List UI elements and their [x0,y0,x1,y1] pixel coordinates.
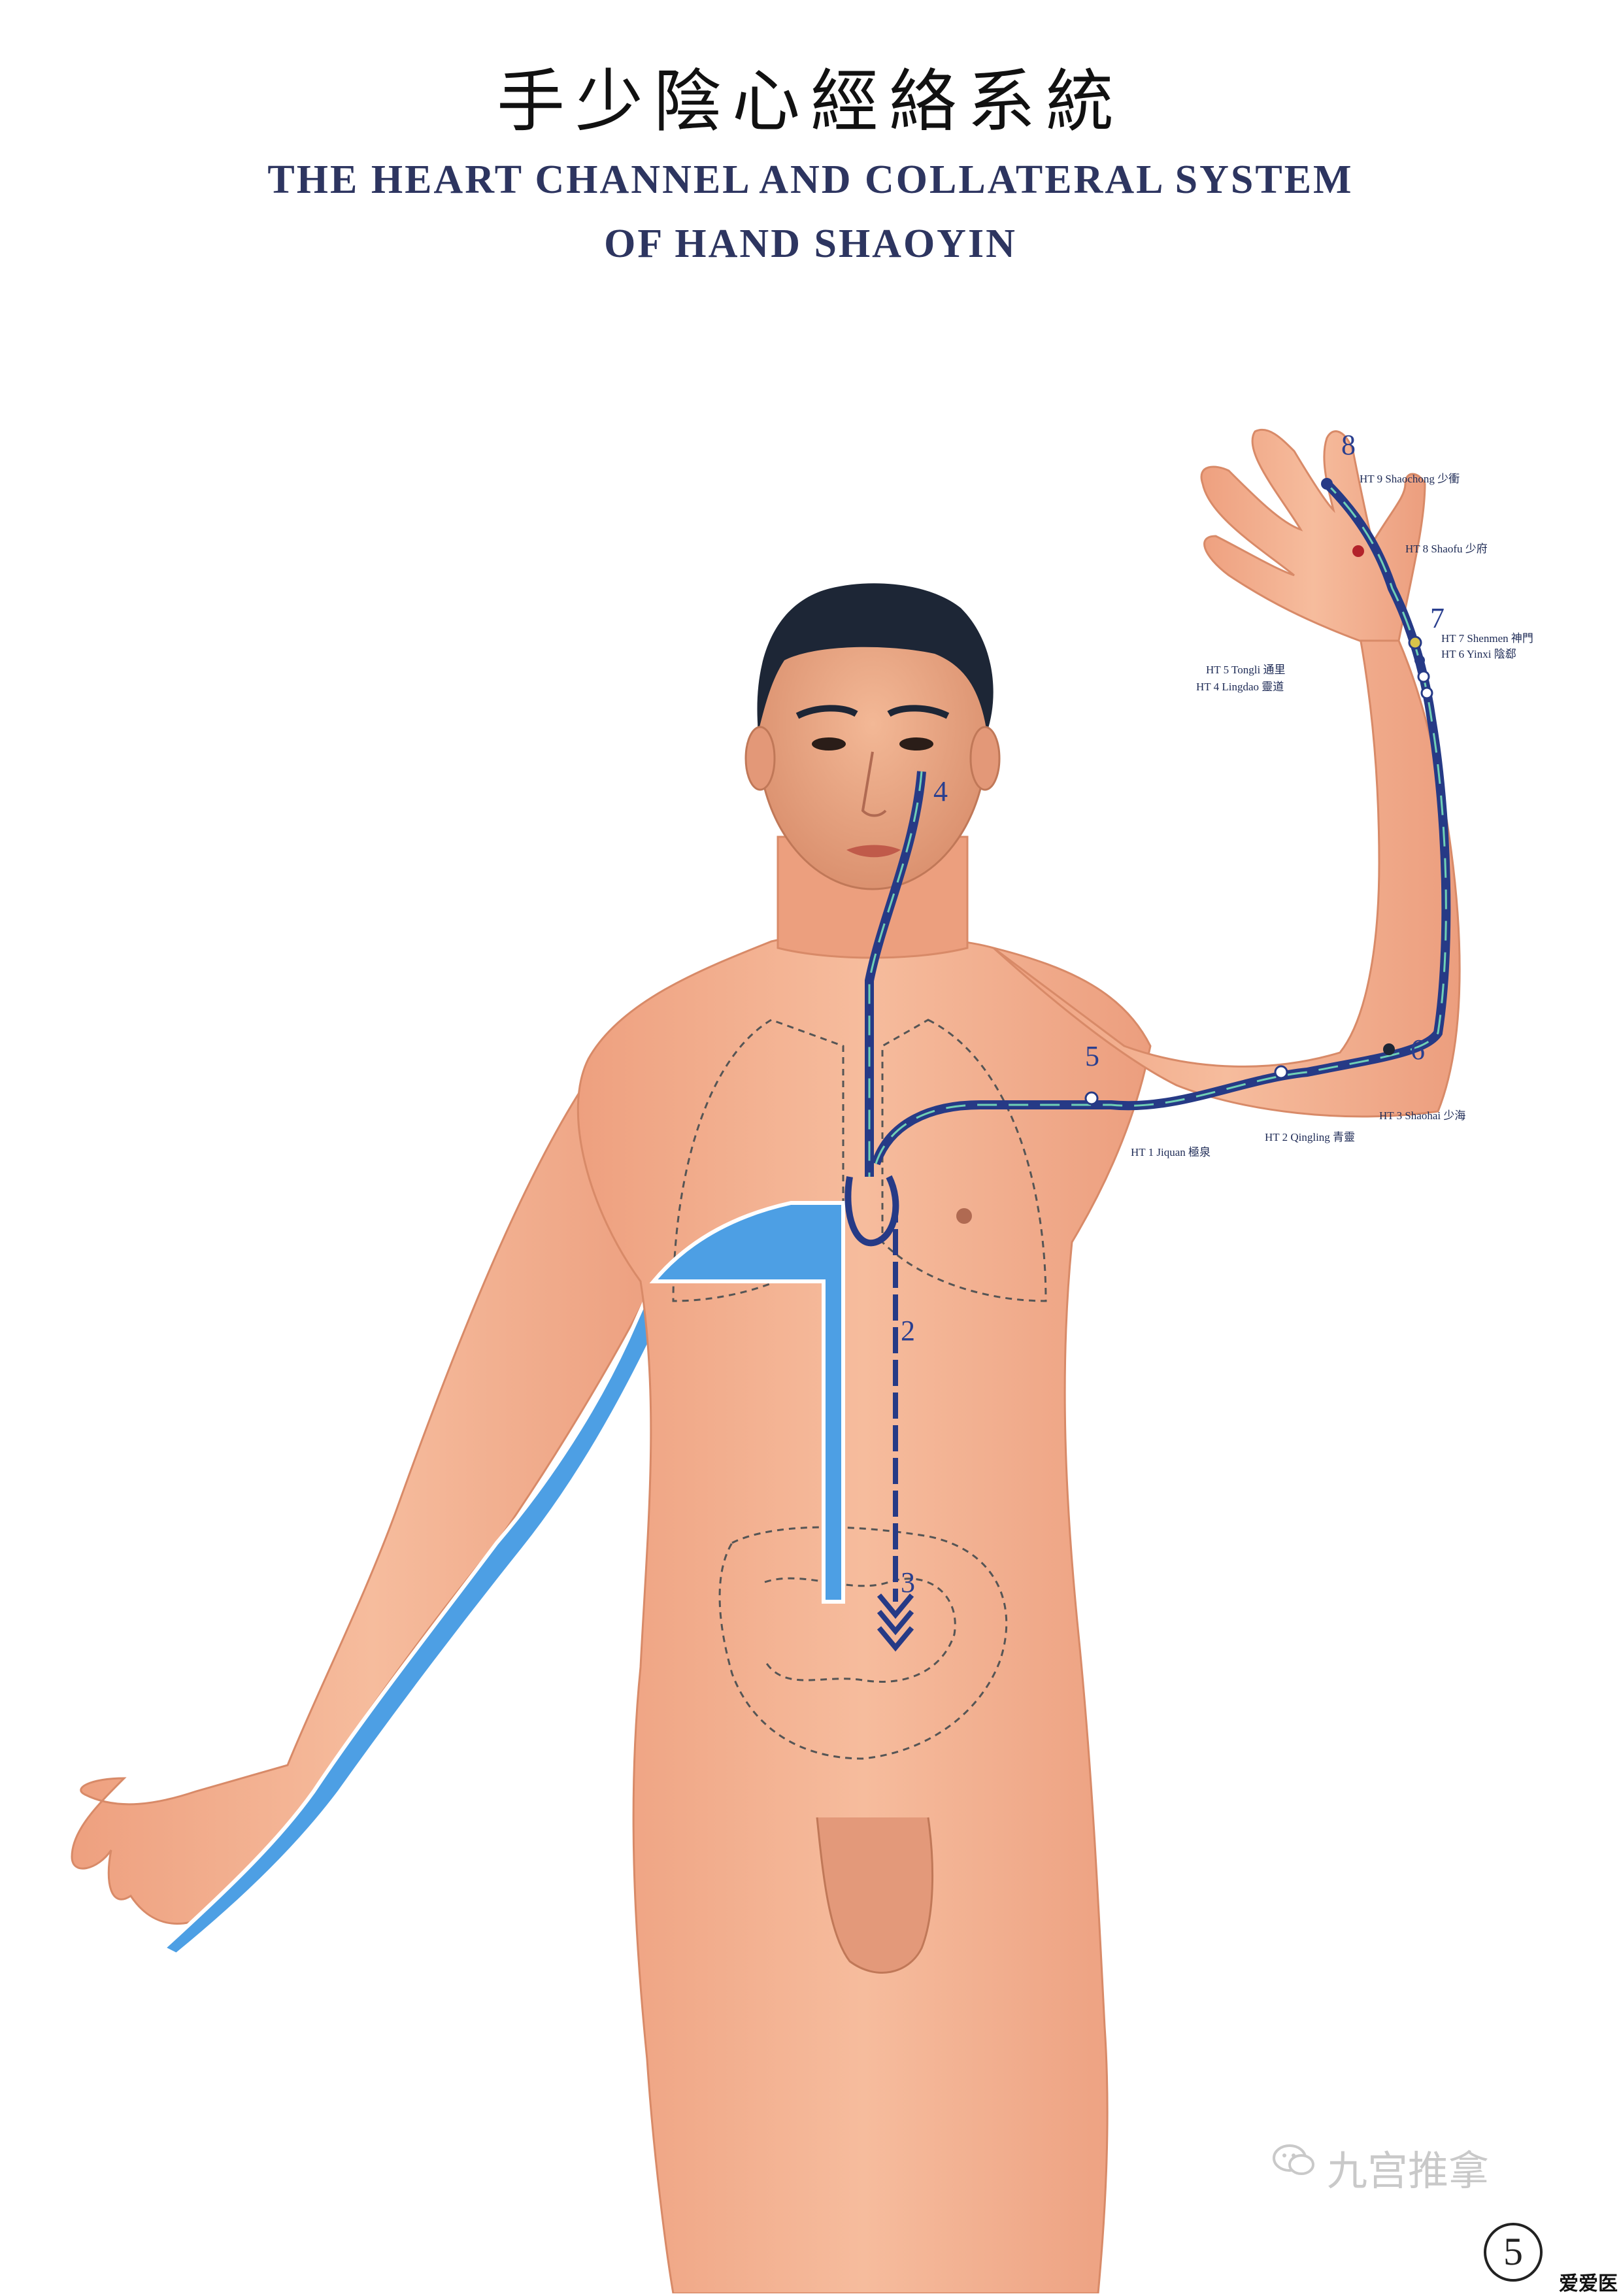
path-numbers: 2 3 4 5 6 7 8 [901,429,1445,1598]
torso [577,933,1152,2293]
label-ht1: HT 1 Jiquan 極泉 [1131,1146,1211,1158]
acupoint-markers [1084,478,1433,1106]
left-arm [71,1077,675,1957]
nipple [956,1208,972,1224]
acupoint-ht8 [1352,545,1364,557]
acupoint-ht1 [1084,1091,1099,1106]
path-number-8: 8 [1341,429,1356,461]
label-ht5: HT 5 Tongli 通里 [1206,664,1285,676]
label-ht2: HT 2 Qingling 青靈 [1265,1131,1355,1143]
corner-mark: 爱爱医 [1559,2272,1618,2295]
title-chinese: 手少陰心經絡系統 [496,61,1124,141]
hair [757,583,994,732]
wechat-logo-icon [1273,2144,1314,2175]
label-ht9: HT 9 Shaochong 少衝 [1360,473,1460,485]
acupoint-ht9 [1321,478,1333,490]
path-number-3: 3 [901,1566,915,1598]
acupoint-ht6 [1414,655,1425,666]
acupoint-ht7 [1408,635,1422,650]
acupoint-ht2 [1274,1065,1288,1079]
path-number-6: 6 [1411,1034,1425,1066]
point-labels: HT 9 Shaochong 少衝 HT 8 Shaofu 少府 HT 7 Sh… [1131,473,1533,1158]
path-number-4: 4 [933,775,948,807]
label-ht4: HT 4 Lingdao 靈道 [1196,681,1284,693]
title-english-line-1: THE HEART CHANNEL AND COLLATERAL SYSTEM [267,158,1354,202]
path-number-5: 5 [1085,1040,1099,1072]
label-ht7: HT 7 Shenmen 神門 [1441,632,1533,645]
label-ht6: HT 6 Yinxi 陰郄 [1441,648,1516,660]
title-english-line-2: OF HAND SHAOYIN [604,222,1017,266]
path-number-2: 2 [901,1315,915,1347]
page-number: 5 [1484,2223,1543,2282]
acupoint-ht4 [1420,686,1433,700]
label-ht3: HT 3 Shaohai 少海 [1379,1109,1465,1122]
watermark-text: 九宫推拿 [1327,2147,1490,2195]
path-number-7: 7 [1430,602,1445,634]
head [744,583,1001,890]
heart-channel-path [844,481,1451,1652]
acupoint-ht3 [1383,1043,1395,1055]
acupoint-ht5 [1417,670,1430,683]
label-ht8: HT 8 Shaofu 少府 [1405,543,1488,555]
